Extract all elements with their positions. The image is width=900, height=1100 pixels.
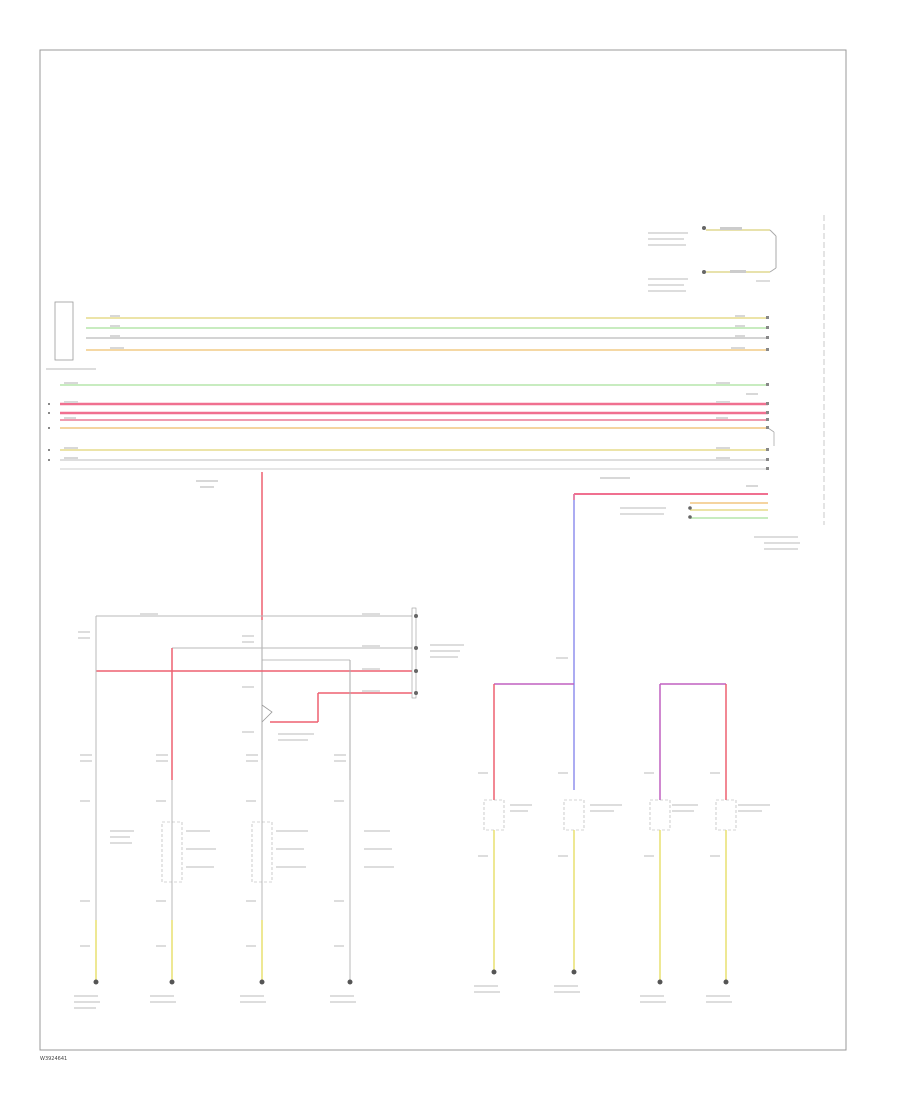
- diagram-frame: [39, 49, 847, 1051]
- module-lines: [574, 493, 800, 550]
- connector-block-left: [54, 301, 74, 361]
- pin-markers-right: [766, 316, 769, 470]
- bus-wires: [60, 317, 775, 470]
- diagram-code: W3924641: [40, 1056, 68, 1062]
- lamp-column-2: [150, 780, 216, 1003]
- lamp-column-1: [74, 780, 134, 1009]
- lamp-column-3: [240, 760, 308, 1003]
- right-lamp-feeds: [493, 657, 727, 800]
- lamp-column-6: [554, 799, 622, 993]
- wire-labels: [64, 315, 758, 488]
- switch-lower: [648, 270, 770, 292]
- pin-markers-left: [48, 403, 50, 461]
- lamp-column-7: [640, 799, 698, 1003]
- column-tick-labels: [80, 754, 720, 947]
- switch-upper: [648, 226, 777, 273]
- lamp-column-4: [330, 780, 394, 1003]
- instrument-connector: [78, 607, 464, 780]
- lamp-column-5: [474, 799, 532, 993]
- lamp-column-8: [706, 799, 770, 1003]
